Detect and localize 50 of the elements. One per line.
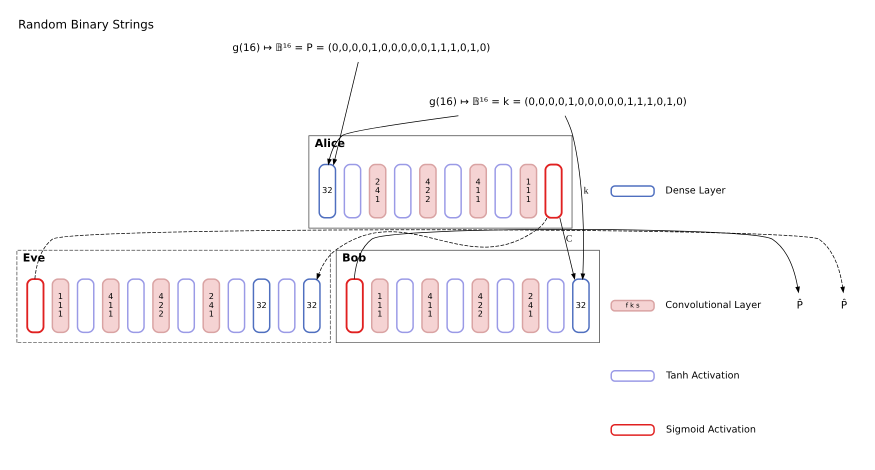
node-box: 32 (252, 278, 270, 333)
arrow (559, 216, 576, 280)
diagram-title: Random Binary Strings (18, 16, 154, 31)
node-box: 4 1 1 (469, 163, 488, 218)
arrow (564, 114, 586, 280)
node-box: 2 4 1 (368, 163, 386, 218)
node-box (127, 278, 145, 333)
node-text: g(16) ↦ 𝔹¹⁶ = k = (0,0,0,0,1,0,0,0,0,0,1,1,1,0,1,0) (429, 96, 687, 108)
node-box: 1 1 1 (520, 163, 538, 218)
arrow (332, 61, 359, 166)
legend-label: Tanh Activation (666, 370, 740, 381)
node-box (494, 163, 512, 218)
node-text: P̂ (840, 298, 848, 311)
node-box: 2 4 1 (202, 278, 220, 333)
arrow (354, 228, 800, 293)
legend-label: Dense Layer (665, 185, 726, 196)
node-box: 2 4 1 (522, 278, 540, 333)
node-box: 32 (302, 278, 321, 333)
node-box (346, 278, 364, 333)
node-box: 1 1 1 (370, 278, 389, 333)
node-box: 4 1 1 (421, 278, 439, 333)
node-text: P̂ (796, 298, 803, 311)
node-box (444, 163, 462, 218)
node-text: g(16) ↦ 𝔹¹⁶ = P = (0,0,0,0,1,0,0,0,0,0,1,1,1,0,1,0) (232, 42, 490, 54)
node-box (26, 278, 44, 333)
node-box: 4 2 2 (472, 278, 490, 333)
node-box (546, 278, 565, 333)
node-box (396, 278, 414, 333)
node-box (228, 278, 246, 333)
edge-label: C (566, 233, 572, 244)
node-box (544, 163, 563, 218)
arrow (34, 228, 845, 293)
node-box: 32 (318, 163, 336, 218)
node-box (278, 278, 296, 333)
node-box (177, 278, 196, 333)
arrow (327, 114, 459, 165)
node-box (394, 163, 412, 218)
node-box: 4 1 1 (102, 278, 120, 333)
arrow (316, 217, 548, 280)
node-box: 1 1 1 (52, 278, 70, 333)
node-box (446, 278, 464, 333)
legend-label: Convolutional Layer (665, 300, 762, 311)
node-box: 32 (572, 278, 590, 333)
legend-label: Sigmoid Activation (666, 424, 756, 435)
node-box: 4 2 2 (419, 163, 437, 218)
node-box: 4 2 2 (152, 278, 170, 333)
node-box (344, 163, 362, 218)
node-box (76, 278, 94, 333)
node-box (496, 278, 514, 333)
edge-label: k (584, 185, 588, 196)
